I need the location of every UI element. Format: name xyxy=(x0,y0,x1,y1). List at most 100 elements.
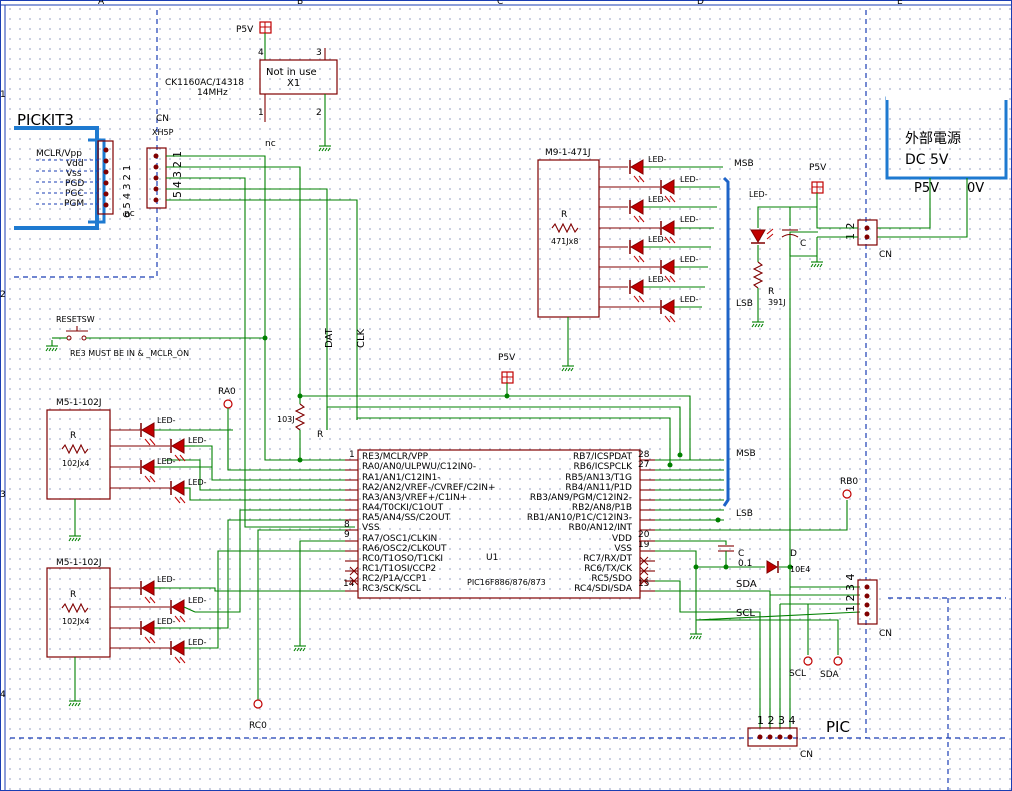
net-dat: DAT xyxy=(324,327,335,348)
r103-value: 103J xyxy=(277,415,295,424)
rb-part: M9-1-471J xyxy=(545,148,591,158)
pickit-nc: nc xyxy=(124,209,135,219)
cn-pickit-ref: CN xyxy=(156,114,169,124)
led-ra-7: LED- xyxy=(157,617,176,626)
cn-pickit-pins xyxy=(153,153,159,203)
diode-value: 10E4 xyxy=(790,565,810,574)
decouple-value: 0.1 xyxy=(738,559,752,569)
power-led-label: LED- xyxy=(749,190,768,199)
tp-rb0: RB0 xyxy=(840,477,858,487)
power-cap-ref: C xyxy=(800,239,806,249)
led-ra-8: LED- xyxy=(188,638,207,647)
col-label-b: B xyxy=(297,0,303,7)
power-p5v: P5V xyxy=(914,181,939,196)
net-sda: SDA xyxy=(736,579,757,590)
svg-text:RC5/SDO: RC5/SDO xyxy=(591,574,632,584)
net-clk: CLK xyxy=(356,328,367,348)
svg-text:RA7/OSC1/CLKIN: RA7/OSC1/CLKIN xyxy=(362,534,437,544)
tp-scl: SCL xyxy=(789,669,806,679)
power-flag-p5v: P5V xyxy=(809,163,827,173)
row-label-1: 1 xyxy=(0,90,6,100)
led-rb-3: LED- xyxy=(648,195,667,204)
crystal-pin4: 4 xyxy=(258,48,264,58)
i2c-cn-body xyxy=(857,579,878,625)
led-rb-2: LED- xyxy=(680,175,699,184)
svg-text:RB0/AN12/INT: RB0/AN12/INT xyxy=(569,523,633,533)
col-label-a: A xyxy=(98,0,105,7)
crystal-freq: 14MHz xyxy=(197,88,228,98)
decouple-ref: C xyxy=(738,549,744,559)
crystal-pin1: 1 xyxy=(258,108,264,118)
svg-text:RC6/TX/CK: RC6/TX/CK xyxy=(584,564,633,574)
net-pic: PIC xyxy=(826,718,850,736)
svg-text:RC2/P1A/CCP1: RC2/P1A/CCP1 xyxy=(362,574,427,584)
mid-p5v: P5V xyxy=(498,353,516,363)
ra2-ref: R xyxy=(70,590,76,600)
led-ra-2: LED- xyxy=(188,436,207,445)
ra2-body xyxy=(46,567,111,658)
pin-8: 8 xyxy=(344,520,350,530)
svg-text:VSS: VSS xyxy=(614,544,632,554)
net-lsb-bottom: LSB xyxy=(736,509,753,519)
ra1-part: M5-1-102J xyxy=(56,398,102,408)
svg-text:RE3/MCLR/VPP: RE3/MCLR/VPP xyxy=(362,452,429,462)
led-rb-1: LED- xyxy=(648,155,667,164)
pickit-pin-mclr: MCLR/Vpp xyxy=(36,149,82,159)
net-msb-top: MSB xyxy=(734,159,754,169)
mcu-left-pins: RE3/MCLR/VPP RA0/AN0/ULPWU/C12IN0- RA1/A… xyxy=(362,452,496,594)
pickit-pin-vdd: Vdd xyxy=(66,159,84,169)
tp-rc0: RC0 xyxy=(249,721,267,731)
pin-28: 28 xyxy=(638,450,650,460)
svg-text:RC1/T1OSI/CCP2: RC1/T1OSI/CCP2 xyxy=(362,564,436,574)
row-label-3: 3 xyxy=(0,490,6,500)
svg-text:RB4/AN11/P1D: RB4/AN11/P1D xyxy=(565,483,632,493)
svg-text:RA6/OSC2/CLKOUT: RA6/OSC2/CLKOUT xyxy=(362,544,447,554)
i2c-cn-ref: CN xyxy=(879,629,892,639)
svg-text:RA4/T0CKI/C1OUT: RA4/T0CKI/C1OUT xyxy=(362,503,444,513)
mcu-body xyxy=(357,449,641,599)
mcu-ref: U1 xyxy=(486,553,498,563)
svg-text:VDD: VDD xyxy=(612,534,632,544)
led-rb-5: LED- xyxy=(648,235,667,244)
rb-ref: R xyxy=(561,210,567,220)
power-subtitle: DC 5V xyxy=(905,152,949,168)
power-led xyxy=(750,228,774,244)
pic-cn-pins: 1 2 3 4 xyxy=(757,714,795,727)
svg-text:VSS: VSS xyxy=(362,523,380,533)
ra1-ref: R xyxy=(70,431,76,441)
row-label-4: 4 xyxy=(0,690,6,700)
svg-text:RA2/AN2/VREF-/CVREF/C2IN+: RA2/AN2/VREF-/CVREF/C2IN+ xyxy=(362,483,496,493)
led-ra-3: LED- xyxy=(157,457,176,466)
led-ra-6: LED- xyxy=(188,596,207,605)
ra1-value: 102Jx4 xyxy=(62,459,89,468)
diode-ref: D xyxy=(790,549,797,559)
svg-text:RB7/ICSPDAT: RB7/ICSPDAT xyxy=(573,452,632,462)
led-rb-4: LED- xyxy=(680,215,699,224)
rb-bus xyxy=(722,176,730,507)
crystal-p5v: P5V xyxy=(236,25,254,35)
tp-sda: SDA xyxy=(820,670,839,680)
led-rb-6: LED- xyxy=(680,255,699,264)
col-label-e: E xyxy=(897,0,903,7)
svg-text:RB1/AN10/P1C/C12IN3-: RB1/AN10/P1C/C12IN3- xyxy=(527,513,632,523)
cn-pickit-numbers: 54321 xyxy=(171,151,184,198)
net-lsb-top: LSB xyxy=(736,299,753,309)
pickit-pin-numbers: 654321 xyxy=(122,165,133,218)
pin-27: 27 xyxy=(638,460,649,470)
pickit-header xyxy=(97,140,114,215)
led-ra-1: LED- xyxy=(157,416,176,425)
mcu-part: PIC16F886/876/873 xyxy=(467,578,546,587)
pin-14: 14 xyxy=(343,579,355,589)
svg-text:RA3/AN3/VREF+/C1IN+: RA3/AN3/VREF+/C1IN+ xyxy=(362,493,467,503)
svg-text:RB6/ICSPCLK: RB6/ICSPCLK xyxy=(574,462,634,472)
svg-text:RC4/SDI/SDA: RC4/SDI/SDA xyxy=(574,584,633,594)
svg-text:RB3/AN9/PGM/C12IN2-: RB3/AN9/PGM/C12IN2- xyxy=(530,493,632,503)
power-0v: 0V xyxy=(967,181,984,196)
pin-9: 9 xyxy=(344,530,350,540)
crystal-part: CK1160AC/14318 xyxy=(165,78,244,88)
rb-value: 471Jx8 xyxy=(551,237,578,246)
svg-text:RC7/RX/DT: RC7/RX/DT xyxy=(583,554,632,564)
ra2-part: M5-1-102J xyxy=(56,558,102,568)
pickit-pins xyxy=(103,147,109,208)
